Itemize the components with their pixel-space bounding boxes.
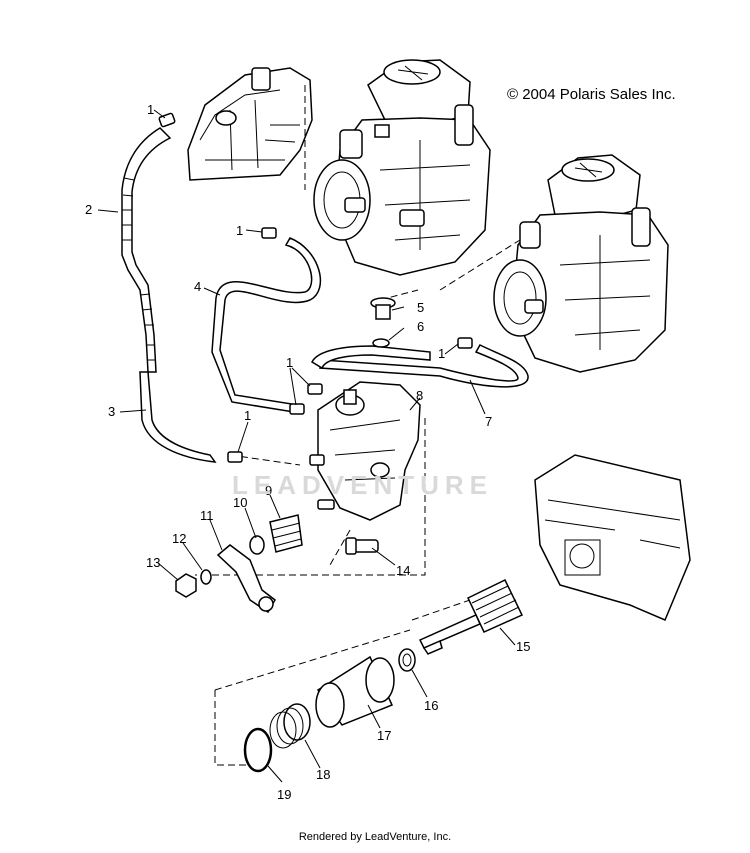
leader-lines [97,109,516,783]
clamps [158,112,473,463]
callout-11: 11 [200,508,214,523]
carburetor-left [313,59,491,276]
callout-1: 1 [147,102,154,117]
callout-1: 1 [244,408,251,423]
callout-5: 5 [417,300,424,315]
callout-1: 1 [236,223,243,238]
oil-pump [309,381,421,521]
drive-shaft-gear [418,578,524,655]
callout-19: 19 [277,787,291,802]
callout-1: 1 [286,355,293,370]
callout-16: 16 [424,698,438,713]
callout-1: 1 [438,346,445,361]
footer-credit: Rendered by LeadVenture, Inc. [298,831,452,843]
hose-4 [211,237,321,414]
seal-sleeve-spring-oring [243,648,416,773]
callout-4: 4 [194,279,201,294]
watermark: LEADVENTURE [232,470,494,500]
copyright-text: © 2004 Polaris Sales Inc. [507,86,676,103]
callout-8: 8 [416,388,423,403]
callout-7: 7 [485,414,492,429]
callout-6: 6 [417,319,424,334]
callouts: 1 2 1 4 5 6 1 1 3 1 8 7 9 10 11 12 13 14… [85,102,530,802]
callout-15: 15 [516,639,530,654]
callout-2: 2 [85,202,92,217]
callout-13: 13 [146,555,160,570]
callout-9: 9 [265,483,272,498]
callout-17: 17 [377,728,391,743]
hose-7 [311,344,529,388]
callout-18: 18 [316,767,330,782]
crankcase-lower-right [534,454,691,621]
pump-small-parts [175,514,379,614]
crankcase-top-left [187,67,313,181]
screw-and-washer [370,297,396,348]
hose-2 [121,127,172,373]
callout-3: 3 [108,404,115,419]
callout-12: 12 [172,531,186,546]
carburetor-right [493,154,669,373]
hose-3 [139,371,217,463]
callout-14: 14 [396,563,410,578]
callout-10: 10 [233,495,247,510]
